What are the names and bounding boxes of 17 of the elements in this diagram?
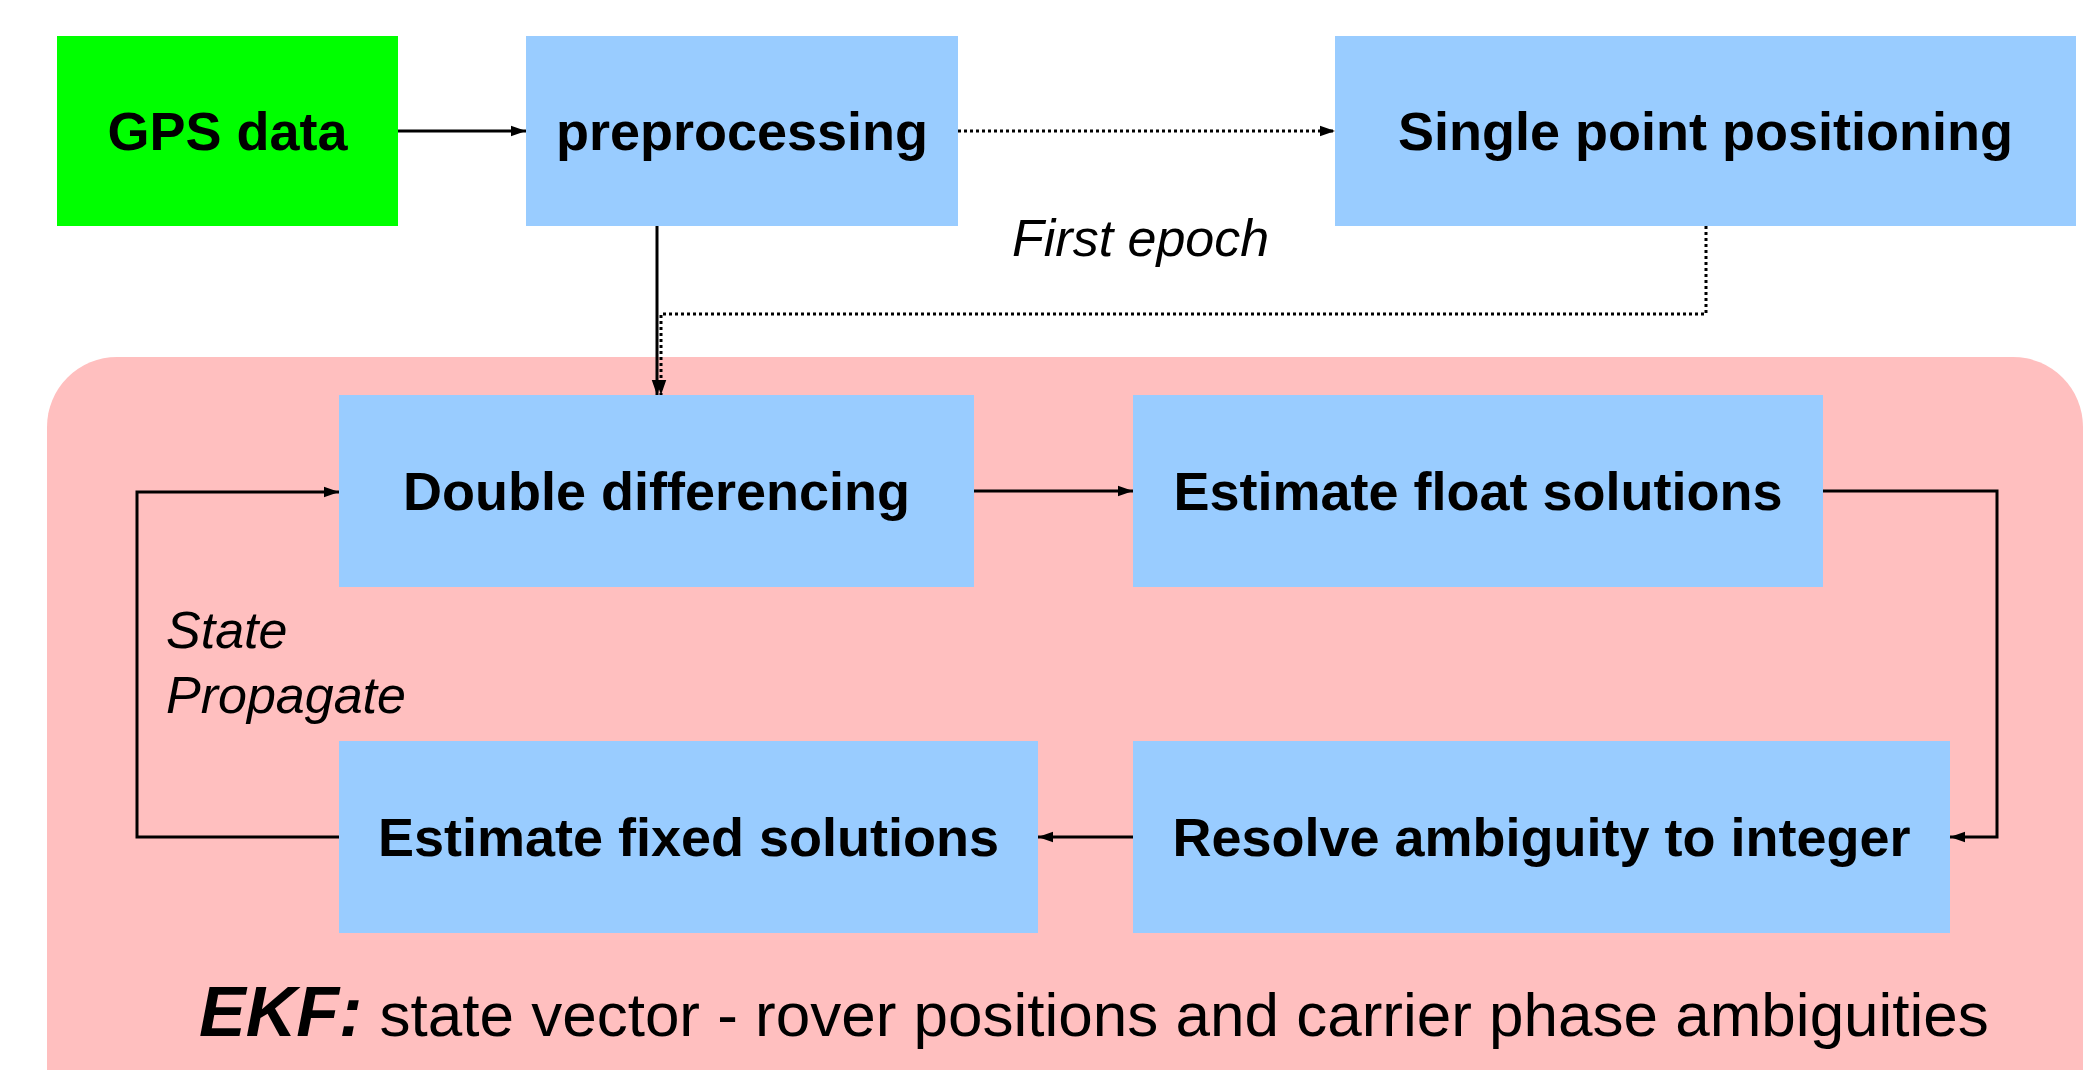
input-box: GPS data — [57, 36, 398, 226]
edge-label: First epoch — [1012, 208, 1270, 269]
arrow — [1823, 489, 1999, 843]
edge-label: State Propagate — [166, 600, 407, 726]
arrow — [974, 485, 1133, 497]
arrow — [958, 125, 1335, 137]
group-caption: EKF: state vector - rover positions and carrier phase ambiguities — [199, 972, 1989, 1052]
arrow — [398, 125, 526, 137]
process-box: Resolve ambiguity to integer — [1133, 741, 1950, 933]
process-box: Single point positioning — [1335, 36, 2076, 226]
process-box: Estimate fixed solutions — [339, 741, 1038, 933]
process-box: Estimate float solutions — [1133, 395, 1823, 587]
arrow — [135, 486, 339, 839]
process-box: preprocessing — [526, 36, 958, 226]
process-box: Double differencing — [339, 395, 974, 587]
group-band — [47, 357, 2083, 1070]
arrow — [1038, 831, 1133, 843]
